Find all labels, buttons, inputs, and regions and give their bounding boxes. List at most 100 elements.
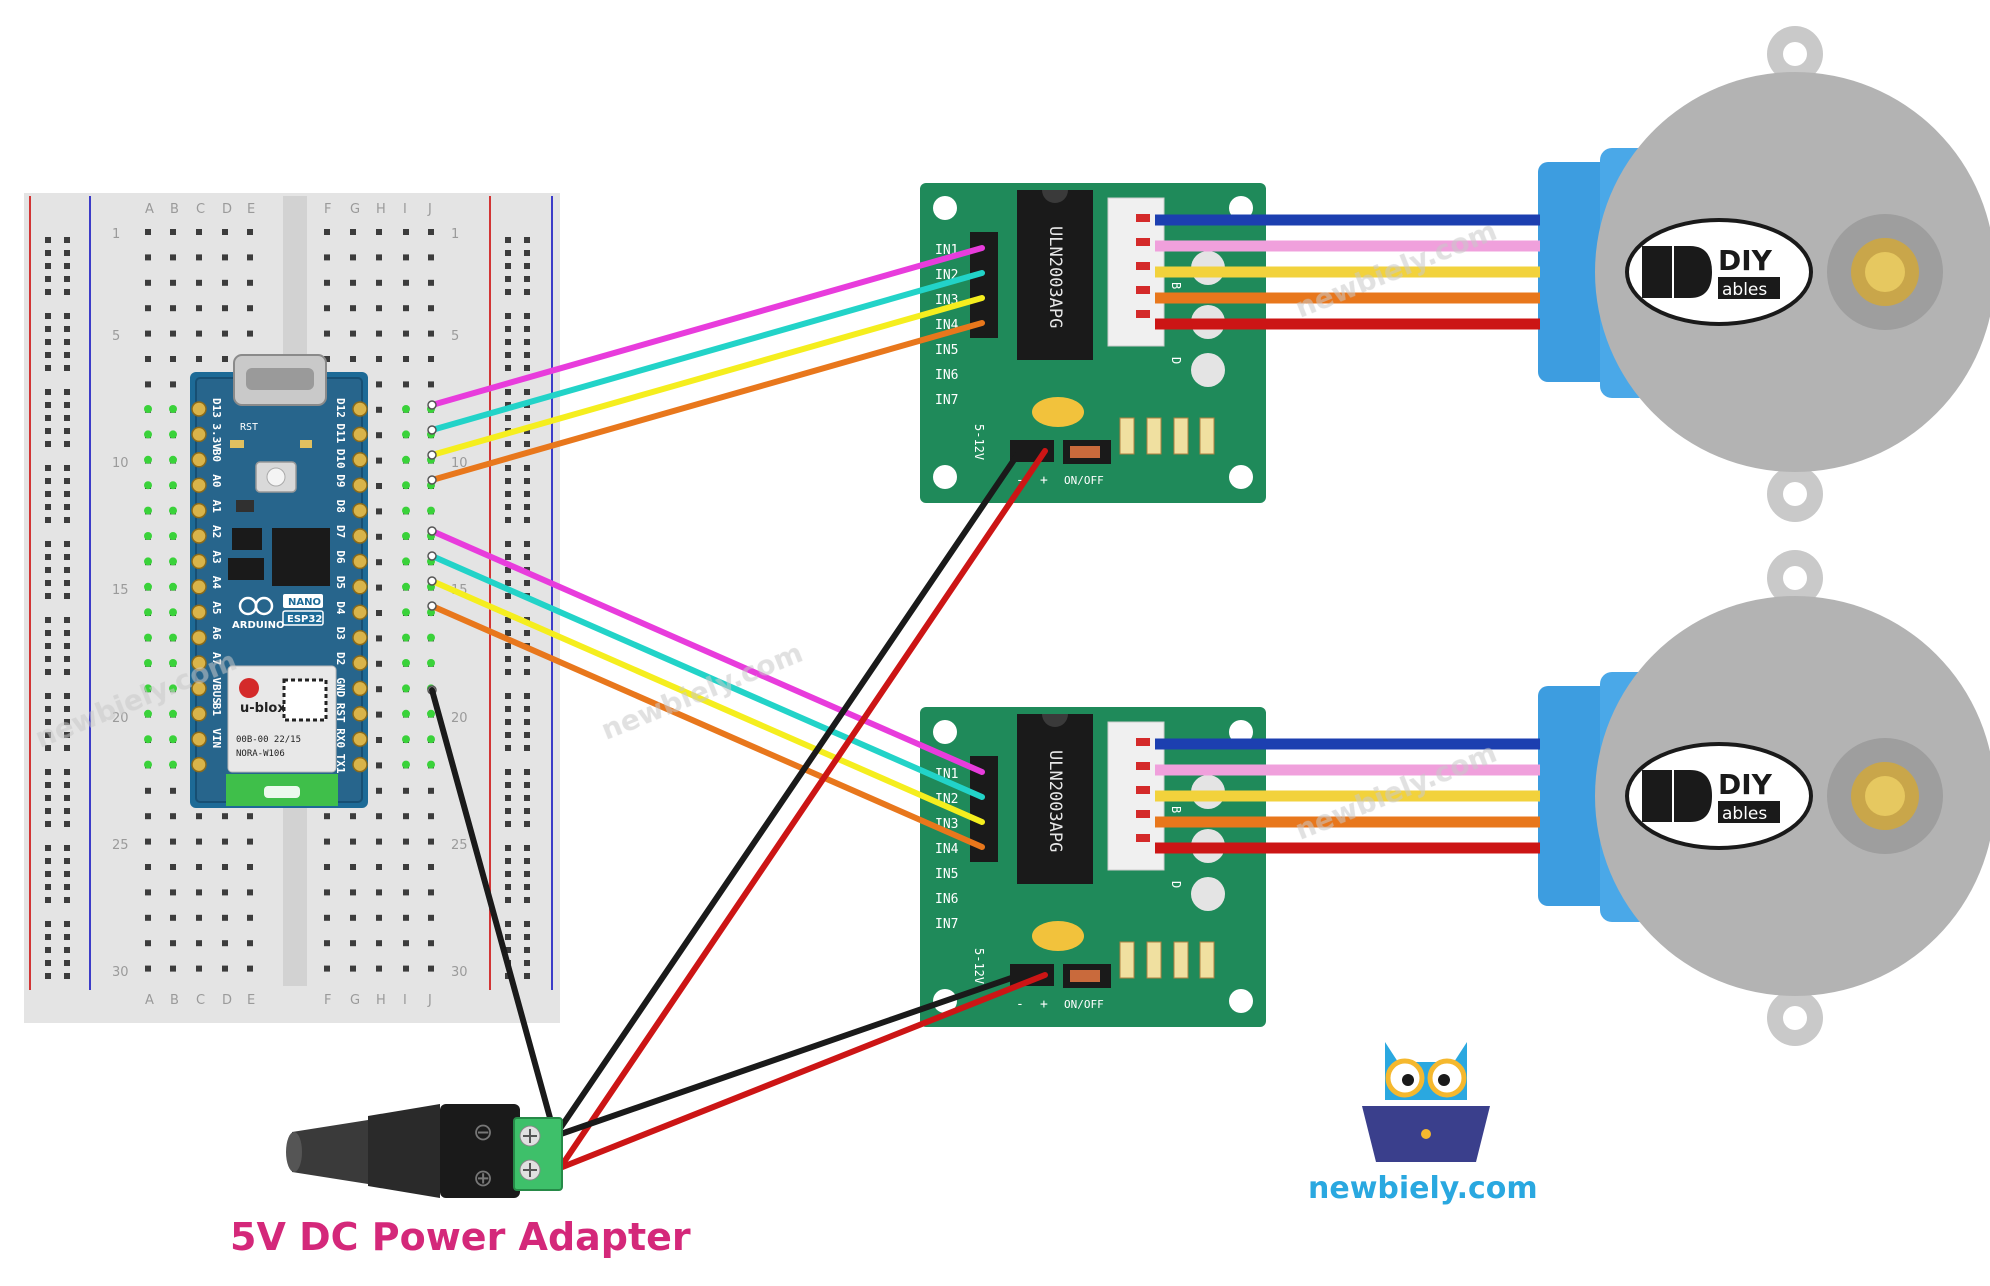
rail-hole <box>64 921 70 927</box>
breadboard-hole <box>376 330 382 337</box>
rail-hole <box>64 441 70 447</box>
occupied-hole <box>144 430 152 439</box>
pin-label: A5 <box>210 601 223 614</box>
d1-in6: IN6 <box>935 368 958 383</box>
row-label-1: 1 <box>112 227 120 242</box>
d1-chip-label: ULN2003APG <box>1045 226 1065 328</box>
occupied-hole <box>144 557 152 566</box>
breadboard-hole <box>324 965 330 972</box>
breadboard-hole <box>145 279 151 286</box>
breadboard-hole <box>376 813 382 820</box>
occupied-hole <box>144 760 152 769</box>
breadboard-hole <box>170 838 176 845</box>
rail-hole <box>505 845 511 851</box>
pin-label: A1 <box>210 500 223 514</box>
breadboard-hole <box>196 305 202 312</box>
breadboard-hole <box>376 711 382 718</box>
stepper-motor-2: DIY ables <box>1538 550 1990 1046</box>
adapter-caption: 5V DC Power Adapter <box>230 1215 691 1259</box>
wire-vcc-d1 <box>557 448 1048 1171</box>
breadboard-hole <box>403 254 409 261</box>
rail-hole <box>505 897 511 903</box>
rail-hole <box>505 478 511 484</box>
breadboard-hole <box>170 305 176 312</box>
breadboard-hole <box>145 305 151 312</box>
dc-power-adapter: ⊖ ⊕ <box>286 1104 563 1198</box>
rail-hole <box>45 706 51 712</box>
rail-hole <box>505 884 511 890</box>
rail-hole <box>45 263 51 269</box>
rail-hole <box>64 517 70 523</box>
rail-hole <box>524 745 530 751</box>
rail-hole <box>505 313 511 319</box>
d2-in6: IN6 <box>935 892 958 907</box>
brand-site[interactable]: newbiely.com <box>1308 1171 1538 1206</box>
rail-hole <box>45 517 51 523</box>
breadboard-hole <box>403 940 409 947</box>
breadboard-hole <box>376 229 382 235</box>
rail-hole <box>64 237 70 243</box>
pin-pad <box>191 553 207 570</box>
breadboard-hole <box>324 838 330 845</box>
occupied-hole <box>402 608 410 617</box>
wire-d1-in1 <box>429 245 985 408</box>
breadboard-hole <box>247 914 253 921</box>
motor1-logo-diy: DIY <box>1718 244 1773 277</box>
rail-hole <box>505 732 511 738</box>
rail-hole <box>64 947 70 953</box>
d1-side-d: D <box>1169 357 1183 364</box>
rail-hole <box>505 858 511 864</box>
rail-hole <box>505 643 511 649</box>
breadboard-hole <box>222 229 228 235</box>
col-label-top-b: B <box>170 202 179 217</box>
rail-hole <box>524 365 530 371</box>
rail-hole <box>524 719 530 725</box>
breadboard-hole <box>222 330 228 337</box>
rail-hole <box>64 960 70 966</box>
breadboard-hole <box>350 965 356 972</box>
occupied-hole <box>402 684 410 693</box>
pin-label: TX1 <box>334 754 347 774</box>
rail-hole <box>505 263 511 269</box>
rail-hole <box>45 643 51 649</box>
breadboard-hole <box>145 838 151 845</box>
breadboard-hole <box>350 229 356 235</box>
rail-hole <box>64 580 70 586</box>
rail-hole <box>64 719 70 725</box>
rail-hole <box>524 871 530 877</box>
uln2003-driver-2: IN1 IN2 IN3 IN4 IN5 IN6 IN7 ULN2003APG B… <box>920 707 1266 1027</box>
pin-label: D13 <box>210 398 223 418</box>
rail-hole <box>505 289 511 295</box>
rail-hole <box>505 795 511 801</box>
rail-hole <box>45 389 51 395</box>
rail-hole <box>64 706 70 712</box>
col-label-top-d: D <box>222 202 232 217</box>
breadboard-hole <box>170 965 176 972</box>
pin-pad <box>191 579 207 595</box>
rail-hole <box>524 389 530 395</box>
breadboard-hole <box>247 229 253 235</box>
breadboard-hole <box>376 508 382 515</box>
d2-switch-label: ON/OFF <box>1064 998 1104 1011</box>
rail-hole <box>45 693 51 699</box>
breadboard-hole <box>428 381 434 388</box>
rail-hole <box>505 504 511 510</box>
rail-hole <box>45 808 51 814</box>
rail-hole <box>505 567 511 573</box>
rail-hole <box>524 465 530 471</box>
rail-hole <box>524 580 530 586</box>
occupied-hole <box>427 506 435 515</box>
pin-pad <box>352 426 368 443</box>
wire-d2-in2 <box>429 553 985 800</box>
breadboard-hole <box>428 813 434 820</box>
breadboard-hole <box>350 356 356 362</box>
rail-hole <box>45 478 51 484</box>
rail-hole <box>64 897 70 903</box>
breadboard-hole <box>350 864 356 870</box>
breadboard-hole <box>145 381 151 388</box>
col-label-bottom-e: E <box>247 993 255 1008</box>
rail-hole <box>524 289 530 295</box>
rail-hole <box>45 289 51 295</box>
wire-d1-in3 <box>429 295 985 458</box>
breadboard-hole <box>222 279 228 286</box>
